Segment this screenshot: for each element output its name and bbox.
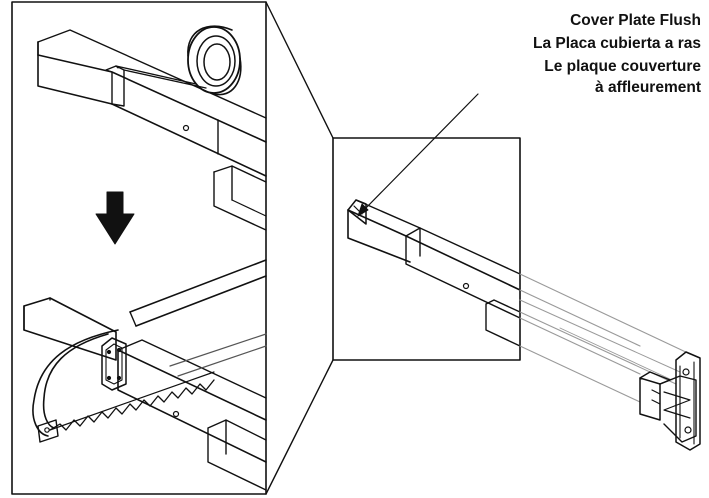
box-bar-joint — [405, 227, 521, 319]
label-spanish: La Placa cubierta a ras — [532, 35, 701, 52]
cut-end-plate-inner — [105, 343, 123, 385]
box-bar-back — [355, 199, 521, 275]
bar-lower-section — [213, 165, 267, 201]
hacksaw-icon — [32, 259, 267, 443]
box-bar-screw — [462, 282, 470, 290]
faint-bar-extension — [519, 273, 691, 403]
label-french-line1: Le plaque couverture — [544, 58, 701, 75]
label-french-line2: à affleurement — [595, 79, 701, 96]
label-english: Cover Plate Flush — [570, 12, 701, 29]
plate-corner-1 — [106, 349, 112, 355]
bar-joint-2 — [213, 171, 267, 231]
projection-line-top — [265, 1, 334, 139]
bar-top-edge — [37, 54, 267, 143]
plate-corner-4 — [116, 375, 122, 381]
taped-bar-scene — [37, 29, 267, 231]
projection-line-bottom — [265, 359, 334, 495]
end-mechanism — [639, 351, 701, 451]
plate-corner-2 — [116, 347, 122, 353]
leader-arrowhead — [357, 203, 369, 217]
bar-left-end — [37, 41, 113, 105]
leader-line — [361, 93, 479, 213]
tape-roll-icon — [187, 25, 242, 96]
right-box-frame — [332, 137, 521, 361]
box-bar-lower-joint — [485, 299, 521, 347]
tape-strand — [115, 65, 207, 89]
cut-bar-front — [117, 349, 267, 463]
cut-bar-top — [117, 349, 267, 421]
cut-piece-left-top — [23, 297, 51, 331]
cut-end-plate — [101, 337, 127, 391]
down-arrow-icon — [95, 191, 135, 245]
plate-corner-3 — [106, 375, 112, 381]
bar-screw-hole — [182, 124, 190, 132]
left-detail-panel — [11, 1, 267, 495]
cut-bar-screw — [172, 410, 180, 418]
box-bar-end — [347, 209, 411, 263]
callout-leader — [357, 93, 479, 217]
right-detail-box — [332, 137, 521, 361]
cut-bar-scene — [23, 297, 267, 491]
bar-bottom-edge — [111, 103, 267, 177]
projection-lines — [265, 1, 334, 495]
cut-bar-joint — [207, 419, 267, 491]
cut-bar-back — [117, 339, 267, 399]
bar-lower-edge — [231, 199, 267, 217]
